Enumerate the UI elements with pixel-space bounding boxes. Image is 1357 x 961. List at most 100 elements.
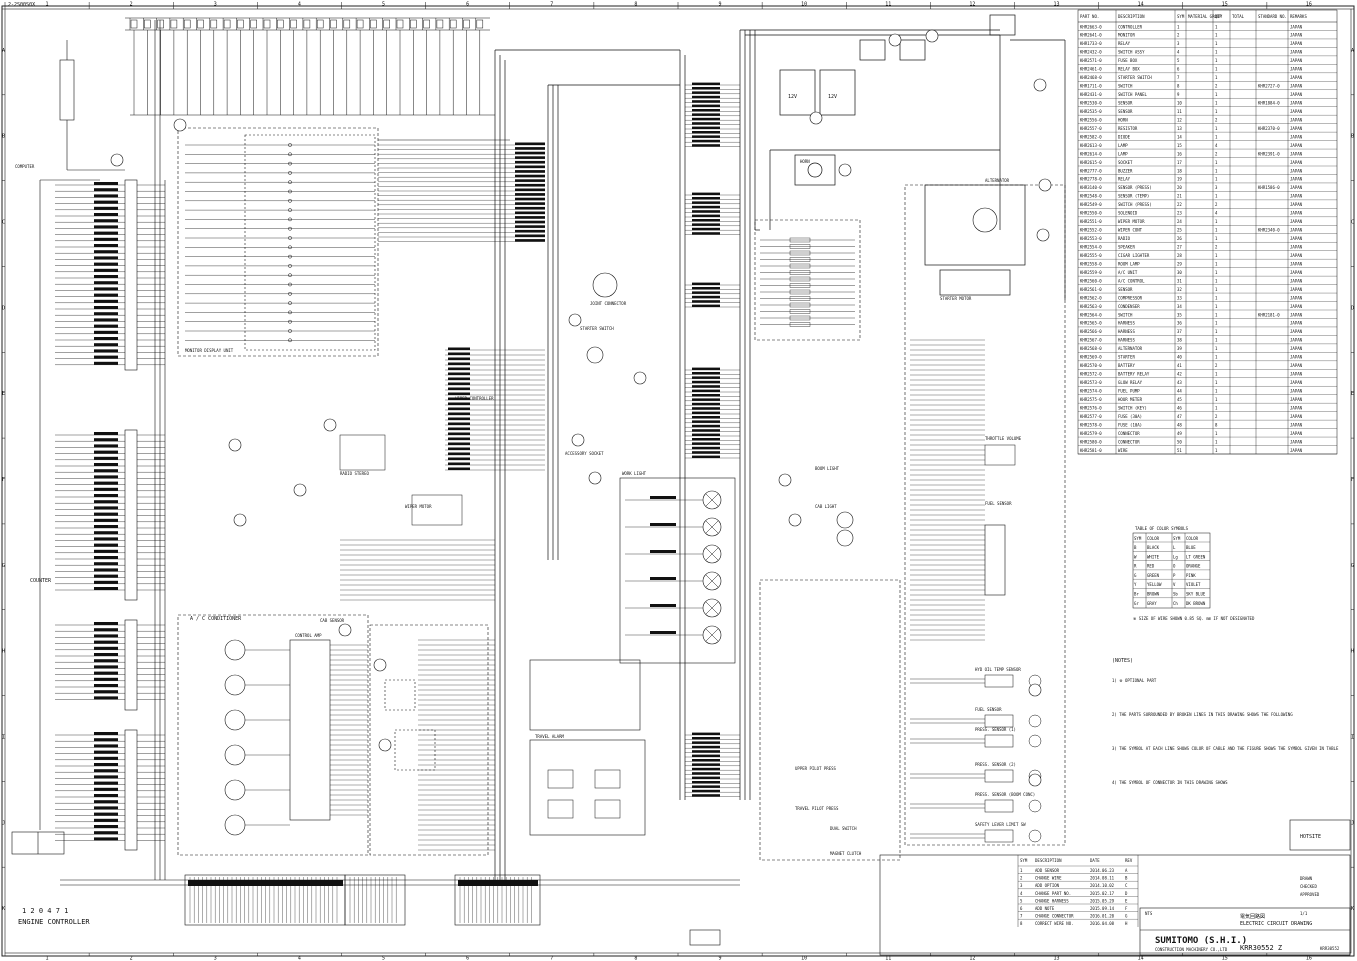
fuse xyxy=(370,19,377,29)
switch-contact xyxy=(288,208,292,212)
parts-table-cell: BUZZER xyxy=(1118,168,1133,173)
scale: NTS xyxy=(1145,911,1153,916)
parts-table-cell: 28 xyxy=(1177,253,1182,258)
wire-label-mark xyxy=(94,432,118,435)
relay xyxy=(789,315,811,321)
wire-label-mark xyxy=(94,231,118,235)
radio-stereo xyxy=(339,434,386,471)
callout-circle xyxy=(1033,78,1047,92)
sensor-label: FUEL SENSOR xyxy=(975,707,1002,712)
parts-table-cell: HARNESS xyxy=(1118,321,1135,326)
revision-cell: D xyxy=(1125,891,1128,896)
wire-label-mark xyxy=(692,100,720,103)
wire-label-mark xyxy=(94,444,118,448)
parts-table-cell: 14 xyxy=(1177,134,1182,139)
wire-label-mark xyxy=(94,219,118,223)
sensor xyxy=(984,829,1014,843)
revision-cell: 1 xyxy=(1020,868,1023,873)
parts-table-cell: KHR2559-0 xyxy=(1080,270,1102,275)
callout-circle xyxy=(888,33,902,47)
revision-cell: 8 xyxy=(1020,921,1023,926)
wire-label-mark xyxy=(692,144,720,147)
wire-label-mark xyxy=(515,216,545,219)
parts-table-cell: KHR2582-0 xyxy=(1080,134,1102,139)
power-section xyxy=(769,14,1066,300)
parts-table-cell: 33 xyxy=(1177,295,1182,300)
wire-label-mark xyxy=(692,210,720,213)
fuse xyxy=(383,19,390,29)
wire-label-mark xyxy=(94,756,118,760)
wire-label-mark xyxy=(94,512,118,516)
sensor-label: HYD OIL TEMP SENSOR xyxy=(975,667,1021,672)
parts-table-cell: 51 xyxy=(1177,448,1182,453)
parts-table-cell: SOLENOID xyxy=(1118,211,1138,216)
parts-table-cell: KHR2567-0 xyxy=(1080,338,1102,343)
parts-table-cell: JAPAN xyxy=(1290,58,1303,63)
wire-label-mark xyxy=(515,188,545,191)
grid-col-top: 11 xyxy=(885,2,891,8)
parts-table-cell: 1 xyxy=(1215,58,1218,63)
wire-label-mark xyxy=(448,347,470,350)
wire-label-mark xyxy=(94,775,118,779)
parts-table-cell: 1 xyxy=(1215,134,1218,139)
wire-label-mark xyxy=(94,794,118,797)
parts-table-header: REMARKS xyxy=(1290,14,1307,19)
drawing-title-en: ELECTRIC CIRCUIT DRAWING xyxy=(1240,921,1312,927)
parts-table-cell: KHR1586-0 xyxy=(1258,185,1280,190)
wire-label-mark xyxy=(515,239,545,242)
switch-contact xyxy=(288,180,292,185)
switch-contact xyxy=(288,254,292,259)
wire-label-mark xyxy=(448,407,470,410)
parts-table-cell: KHR2562-0 xyxy=(1080,295,1102,300)
parts-table-cell: 16 xyxy=(1177,151,1182,156)
parts-table-cell: 8 xyxy=(1177,84,1180,89)
parts-table-cell: JAPAN xyxy=(1290,151,1303,156)
relay xyxy=(789,302,811,308)
engine-controller-number: 1 2 0 4 7 1 xyxy=(22,907,68,915)
parts-table-cell: 1 xyxy=(1215,101,1218,106)
parts-table-cell: 4 xyxy=(1177,50,1180,55)
parts-table-cell: KHR1884-0 xyxy=(1258,101,1280,106)
grid-row-left: H xyxy=(2,649,5,655)
wire-label-mark xyxy=(94,640,118,644)
wire-label-mark xyxy=(94,182,118,185)
wire-label-mark xyxy=(515,234,545,237)
grid-col-top: 4 xyxy=(298,2,301,8)
wire-label-mark xyxy=(94,456,118,460)
fuse xyxy=(303,19,311,29)
parts-table-cell: 21 xyxy=(1177,194,1182,199)
grid-col-bottom: 1 xyxy=(46,956,49,961)
parts-table-cell: RESISTOR xyxy=(1118,126,1138,131)
horn-label: HORN xyxy=(800,159,810,164)
parts-table-cell: KHR2564-0 xyxy=(1080,312,1102,317)
reference-callouts xyxy=(110,29,1052,787)
maker-sub: CONSTRUCTION MACHINERY CO.,LTD xyxy=(1155,947,1228,952)
grid-row-right: A xyxy=(1351,48,1354,54)
wire-label-mark xyxy=(692,109,720,112)
wire-label-mark xyxy=(692,232,720,235)
starter-switch-label: STARTER SWITCH xyxy=(580,326,614,331)
wire-label-mark xyxy=(692,767,720,771)
relay xyxy=(789,309,811,314)
parts-table-cell: JAPAN xyxy=(1290,287,1303,292)
revision-cell: CHANGE PART NO. xyxy=(1035,891,1071,896)
parts-table-cell: KHR2432-0 xyxy=(1080,50,1102,55)
parts-table-cell: KHR2370-0 xyxy=(1258,126,1280,131)
connector-band xyxy=(458,880,538,886)
wire-label-mark xyxy=(692,750,720,753)
fuse xyxy=(277,19,284,29)
parts-table-cell: KHR1711-0 xyxy=(1080,84,1102,89)
parts-table-cell: WIPER MOTOR xyxy=(1118,219,1145,224)
color-table-cell: RED xyxy=(1147,564,1155,569)
fuse xyxy=(170,19,178,29)
relay xyxy=(789,250,811,256)
color-table-cell: BLUE xyxy=(1186,545,1196,550)
monitor-block xyxy=(177,127,510,357)
fuse xyxy=(476,19,484,29)
wire-label-mark xyxy=(94,500,118,504)
wire-label-mark xyxy=(692,227,720,231)
wire-label-mark xyxy=(692,424,720,428)
parts-table-cell: JAPAN xyxy=(1290,295,1303,300)
